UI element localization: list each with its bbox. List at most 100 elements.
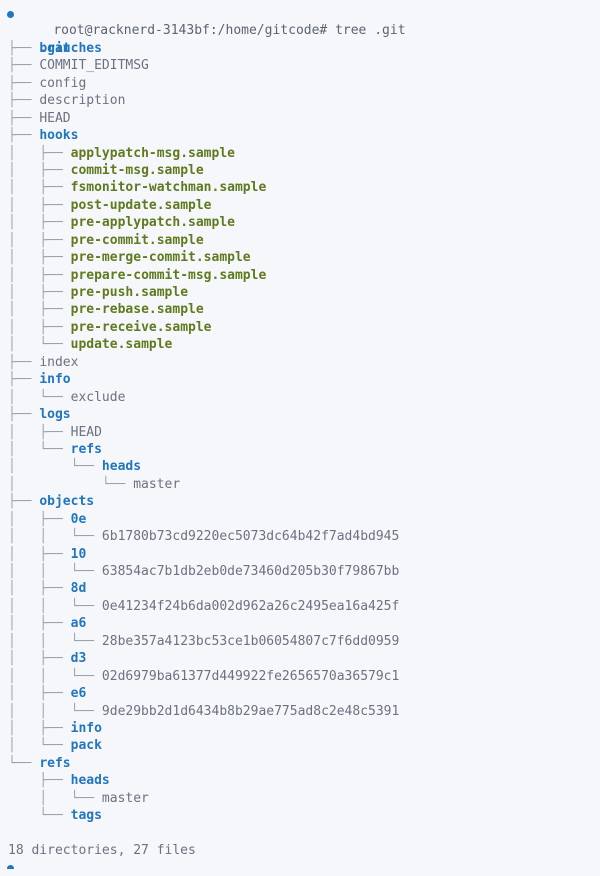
- tree-row: │ ├── a6: [0, 615, 600, 632]
- tree-row: │ ├── d3: [0, 650, 600, 667]
- tree-row: │ │ └── 6b1780b73cd9220ec5073dc64b42f7ad…: [0, 528, 600, 545]
- tree-file-name: HEAD: [70, 424, 102, 440]
- tree-branch-glyph: │ ├──: [8, 197, 71, 213]
- tree-file-name: config: [39, 75, 87, 91]
- tree-row: │ ├── post-update.sample: [0, 197, 600, 214]
- tree-branch-glyph: │ │ └──: [8, 598, 102, 614]
- tree-file-name: 02d6979ba61377d449922fe2656570a36579c1: [101, 668, 400, 684]
- tree-file-name: applypatch-msg.sample: [70, 145, 235, 161]
- tree-file-name: 9de29bb2d1d6434b8b29ae775ad8c2e48c5391: [101, 703, 400, 719]
- tree-row: │ │ └── 28be357a4123bc53ce1b06054807c7f6…: [0, 633, 600, 650]
- tree-branch-glyph: │ └──: [8, 790, 102, 806]
- tree-directory-name: objects: [39, 494, 95, 510]
- tree-file-name: index: [39, 354, 79, 370]
- tree-row: ├── branches: [0, 40, 600, 57]
- tree-branch-glyph: │ └──: [8, 389, 71, 405]
- tree-row: ├── heads: [0, 772, 600, 789]
- tree-row: │ │ └── 02d6979ba61377d449922fe2656570a3…: [0, 668, 600, 685]
- tree-branch-glyph: ├──: [8, 128, 40, 144]
- tree-directory-name: heads: [101, 459, 142, 475]
- tree-branch-glyph: │ ├──: [8, 616, 71, 632]
- tree-branch-glyph: │ ├──: [8, 319, 71, 335]
- tree-file-name: 6b1780b73cd9220ec5073dc64b42f7ad4bd945: [101, 529, 400, 545]
- tree-file-name: pre-rebase.sample: [70, 302, 204, 318]
- tree-directory-name: info: [70, 720, 102, 736]
- tree-row: │ └── refs: [0, 441, 600, 458]
- tree-row: │ ├── 8d: [0, 580, 600, 597]
- tree-branch-glyph: │ ├──: [8, 267, 71, 283]
- tree-file-name: 0e41234f24b6da002d962a26c2495ea16a425f: [101, 598, 400, 614]
- tree-branch-glyph: │ └──: [8, 441, 71, 457]
- tree-branch-glyph: ├──: [8, 58, 40, 74]
- tree-row: │ └── exclude: [0, 389, 600, 406]
- tree-row: │ └── heads: [0, 458, 600, 475]
- tree-directory-name: hooks: [39, 128, 79, 144]
- tree-branch-glyph: │ ├──: [8, 250, 71, 266]
- tree-branch-glyph: └──: [8, 808, 71, 824]
- tree-file-name: update.sample: [70, 337, 173, 353]
- tree-row: │ ├── HEAD: [0, 424, 600, 441]
- tree-row: ├── info: [0, 371, 600, 388]
- tree-branch-glyph: │ ├──: [8, 581, 71, 597]
- tree-row: │ ├── info: [0, 720, 600, 737]
- tree-branch-glyph: ├──: [8, 372, 40, 388]
- command-prompt-line: root@racknerd-3143bf:/home/gitcode# tree…: [0, 5, 600, 38]
- tree-row: ├── hooks: [0, 127, 600, 144]
- tree-directory-name: e6: [70, 686, 87, 702]
- tree-branch-glyph: │ ├──: [8, 215, 71, 231]
- tree-branch-glyph: │ │ └──: [8, 668, 102, 684]
- prompt-bullet-icon: [7, 11, 14, 18]
- tree-file-name: post-update.sample: [70, 197, 212, 213]
- tree-file-name: pre-applypatch.sample: [70, 215, 235, 231]
- tree-file-name: pre-commit.sample: [70, 232, 204, 248]
- tree-directory-name: tags: [70, 808, 102, 824]
- tree-branch-glyph: ├──: [8, 75, 40, 91]
- tree-branch-glyph: │ │ └──: [8, 633, 102, 649]
- tree-directory-name: 0e: [70, 511, 87, 527]
- tree-row: ├── index: [0, 354, 600, 371]
- tree-branch-glyph: └──: [8, 755, 40, 771]
- prompt-string: root@racknerd-3143bf:/home/gitcode#: [53, 23, 328, 39]
- tree-row: └── refs: [0, 755, 600, 772]
- tree-row: └── tags: [0, 807, 600, 824]
- prompt-space: [327, 23, 335, 38]
- tree-row: │ └── master: [0, 790, 600, 807]
- tree-branch-glyph: ├──: [8, 407, 40, 423]
- tree-branch-glyph: │ ├──: [8, 232, 71, 248]
- tree-row: ├── objects: [0, 493, 600, 510]
- tree-branch-glyph: │ ├──: [8, 720, 71, 736]
- tree-row: │ ├── pre-push.sample: [0, 284, 600, 301]
- tree-row: │ ├── commit-msg.sample: [0, 162, 600, 179]
- tree-file-name: prepare-commit-msg.sample: [70, 267, 267, 283]
- tree-file-name: commit-msg.sample: [70, 162, 204, 178]
- tree-row: │ ├── e6: [0, 685, 600, 702]
- tree-root-line: .git: [0, 22, 600, 56]
- tree-branch-glyph: │ ├──: [8, 651, 71, 667]
- tree-branch-glyph: │ │ └──: [8, 703, 102, 719]
- tree-branch-glyph: │ ├──: [8, 145, 71, 161]
- tree-row: │ └── pack: [0, 737, 600, 754]
- tree-directory-name: 10: [70, 546, 87, 562]
- command-text: tree .git: [335, 23, 406, 39]
- tree-row: ├── config: [0, 75, 600, 92]
- tree-row: ├── HEAD: [0, 110, 600, 127]
- tree-root-label: .git: [39, 40, 71, 56]
- tree-row: ├── COMMIT_EDITMSG: [0, 57, 600, 74]
- tree-file-name: master: [133, 476, 181, 492]
- tree-file-name: fsmonitor-watchman.sample: [70, 180, 267, 196]
- tree-branch-glyph: │ └──: [8, 476, 134, 492]
- tree-branch-glyph: │ ├──: [8, 285, 71, 300]
- tree-row: │ └── master: [0, 476, 600, 493]
- tree-branch-glyph: │ ├──: [8, 180, 71, 196]
- tree-branch-glyph: │ ├──: [8, 546, 71, 562]
- tree-row: │ ├── 0e: [0, 511, 600, 528]
- tree-branch-glyph: │ ├──: [8, 302, 71, 318]
- tree-listing: ├── branches├── COMMIT_EDITMSG├── config…: [0, 40, 600, 825]
- final-prompt-bullet-icon: [7, 865, 14, 870]
- tree-row: │ ├── pre-rebase.sample: [0, 301, 600, 318]
- tree-row: │ └── update.sample: [0, 336, 600, 353]
- tree-directory-name: branches: [39, 40, 102, 56]
- tree-file-name: 63854ac7b1db2eb0de73460d205b30f79867bb: [101, 564, 400, 579]
- tree-directory-name: a6: [70, 616, 87, 632]
